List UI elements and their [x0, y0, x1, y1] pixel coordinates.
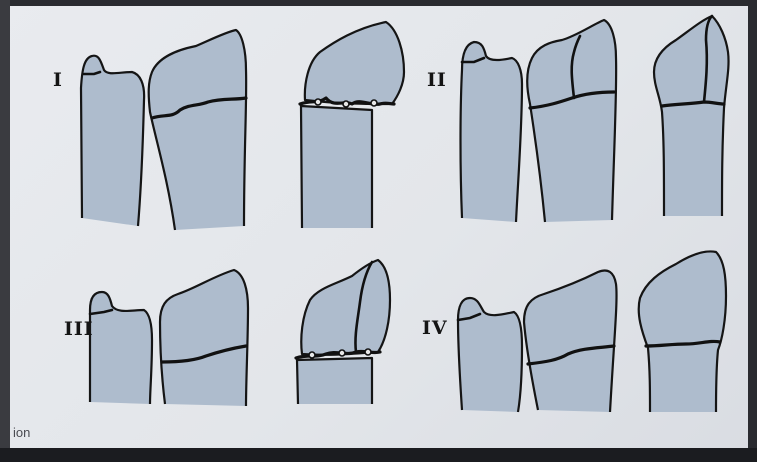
- type-4-group: [458, 252, 726, 413]
- type-3-epiphysis: [301, 260, 390, 355]
- type-3-fragment-b: [339, 350, 345, 356]
- type-3-label: III: [64, 318, 94, 340]
- type-1-label: I: [53, 69, 63, 91]
- type-2-radius-ap: [654, 16, 729, 216]
- type-1-radius-lateral: [149, 30, 247, 230]
- type-2-label: II: [427, 69, 447, 91]
- type-2-ulna: [461, 42, 523, 222]
- type-3-fragment-c: [365, 349, 371, 355]
- type-2-group: [461, 16, 729, 222]
- type-1-fragment-b: [343, 101, 349, 107]
- type-3-fragment-a: [309, 352, 315, 358]
- type-4-ulna: [458, 298, 522, 412]
- type-3-radius-ap: [297, 358, 372, 404]
- type-1-group: [81, 22, 404, 230]
- type-4-radius-lateral: [524, 271, 617, 413]
- type-4-radius-ap: [639, 252, 726, 413]
- type-1-fragment-c: [371, 100, 377, 106]
- type-3-radius-lateral: [160, 270, 248, 406]
- type-1-fragment-a: [315, 99, 321, 105]
- type-1-ulna: [81, 56, 144, 226]
- type-1-radius-ap: [301, 106, 372, 228]
- type-4-label: IV: [422, 317, 448, 339]
- type-3-ulna: [90, 292, 152, 404]
- type-3-group: [90, 260, 390, 406]
- type-2-radius-lateral: [527, 20, 616, 222]
- caption-fragment: ion: [13, 425, 30, 440]
- type-1-epiphysis-displaced: [305, 22, 404, 104]
